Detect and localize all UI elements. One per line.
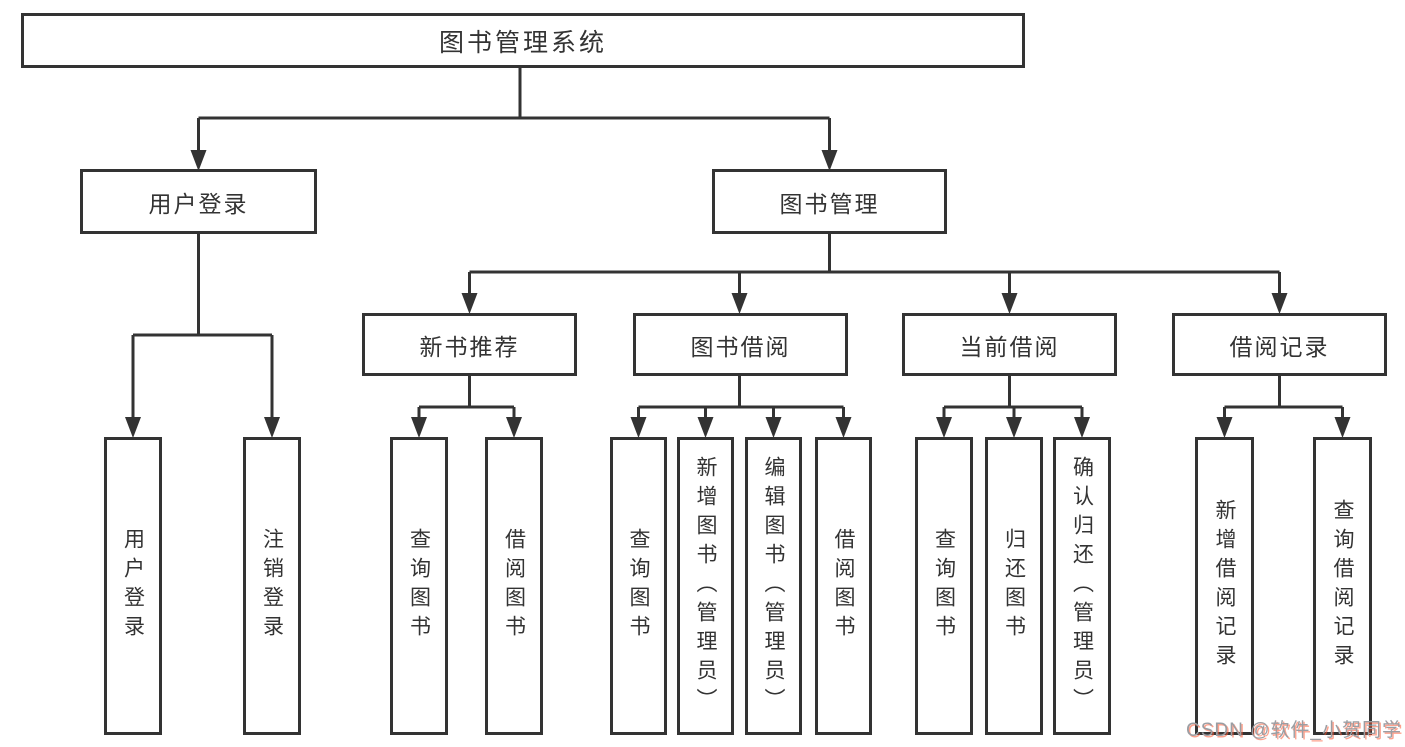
node-label: 新书推荐: [419, 333, 520, 360]
leaf-label: 新增图书（管理员）: [694, 455, 717, 717]
leaf-borrow-query-books: 查询图书: [610, 437, 667, 735]
node-label: 图书借阅: [690, 333, 791, 360]
leaf-label: 查询图书: [932, 528, 956, 644]
leaf-logout: 注销登录: [243, 437, 301, 735]
leaf-label: 查询图书: [627, 528, 650, 644]
leaf-user-login: 用户登录: [104, 437, 162, 735]
leaf-label: 注销登录: [260, 528, 284, 644]
leaf-label: 借阅图书: [832, 528, 855, 644]
node-user-login: 用户登录: [80, 169, 317, 234]
leaf-borrow-borrow-books: 借阅图书: [815, 437, 872, 735]
leaf-records-query-record: 查询借阅记录: [1313, 437, 1372, 735]
watermark-csdn: CSDN @软件_小贺同学: [1186, 720, 1402, 741]
node-new-book-recommend: 新书推荐: [362, 313, 577, 376]
leaf-label: 确认归还（管理员）: [1070, 455, 1094, 717]
node-label: 当前借阅: [959, 333, 1060, 360]
node-label: 图书管理: [779, 190, 880, 217]
node-current-borrow: 当前借阅: [902, 313, 1117, 376]
node-label: 借阅记录: [1229, 333, 1330, 360]
leaf-current-query-books: 查询图书: [915, 437, 973, 735]
node-borrow-records: 借阅记录: [1172, 313, 1387, 376]
node-library-system: 图书管理系统: [21, 13, 1025, 68]
leaf-newbook-query-books: 查询图书: [390, 437, 448, 735]
leaf-records-add-record: 新增借阅记录: [1195, 437, 1254, 735]
leaf-current-confirm-return-admin: 确认归还（管理员）: [1053, 437, 1111, 735]
leaf-label: 用户登录: [121, 528, 145, 644]
leaf-borrow-add-books-admin: 新增图书（管理员）: [677, 437, 734, 735]
node-label: 用户登录: [148, 190, 249, 217]
leaf-label: 编辑图书（管理员）: [762, 455, 785, 717]
leaf-label: 查询借阅记录: [1331, 499, 1354, 673]
leaf-label: 借阅图书: [502, 528, 526, 644]
leaf-label: 归还图书: [1002, 528, 1026, 644]
leaf-label: 新增借阅记录: [1213, 499, 1236, 673]
node-book-management: 图书管理: [712, 169, 947, 234]
leaf-newbook-borrow-books: 借阅图书: [485, 437, 543, 735]
leaf-label: 查询图书: [407, 528, 431, 644]
leaf-current-return-books: 归还图书: [985, 437, 1043, 735]
node-label: 图书管理系统: [438, 28, 607, 57]
leaf-borrow-edit-books-admin: 编辑图书（管理员）: [745, 437, 802, 735]
node-book-borrow: 图书借阅: [633, 313, 848, 376]
